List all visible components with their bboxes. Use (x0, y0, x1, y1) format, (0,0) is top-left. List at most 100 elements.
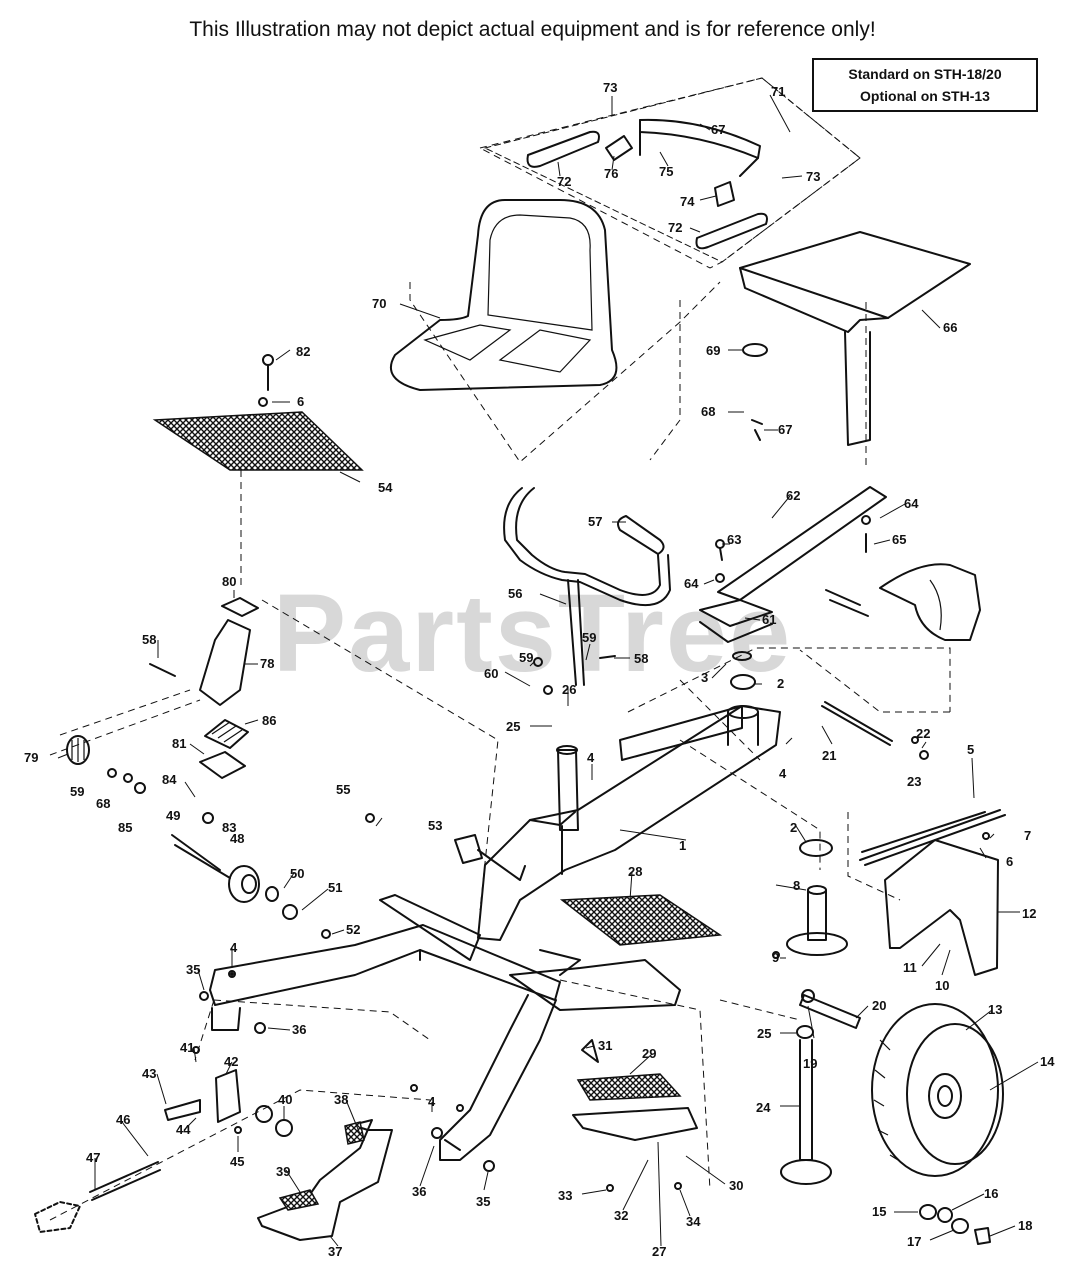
callout-14: 14 (1040, 1054, 1055, 1069)
support-plate-62 (699, 486, 887, 643)
wheel-bracket-12 (861, 811, 999, 976)
callout-45: 45 (230, 1154, 244, 1169)
callout-4: 4 (779, 766, 787, 781)
callout-25: 25 (506, 719, 520, 734)
callout-54: 54 (378, 480, 393, 495)
callout-64: 64 (904, 496, 919, 511)
callout-1: 1 (679, 838, 686, 853)
callout-22: 22 (916, 726, 930, 741)
callout-62: 62 (786, 488, 800, 503)
callout-34: 34 (686, 1214, 701, 1229)
callout-31: 31 (598, 1038, 612, 1053)
callout-13: 13 (988, 1002, 1002, 1017)
callout-labels: 73 71 67 72 76 75 73 74 72 70 69 66 82 6… (24, 80, 1055, 1259)
bushings-40 (255, 1105, 293, 1137)
callout-2: 2 (790, 820, 797, 835)
callout-79: 79 (24, 750, 38, 765)
callout-70: 70 (372, 296, 386, 311)
callout-11: 11 (903, 960, 917, 975)
callout-57: 57 (588, 514, 602, 529)
callout-42: 42 (224, 1054, 238, 1069)
callout-41: 41 (180, 1040, 194, 1055)
callout-44: 44 (176, 1122, 191, 1137)
callout-25: 25 (757, 1026, 771, 1041)
callout-82: 82 (296, 344, 310, 359)
callout-18: 18 (1018, 1218, 1032, 1233)
callout-64: 64 (684, 576, 699, 591)
wheel-48 (228, 865, 298, 920)
bracket-76 (605, 135, 633, 161)
callout-67: 67 (711, 122, 725, 137)
callout-86: 86 (262, 713, 276, 728)
callout-39: 39 (276, 1164, 290, 1179)
callout-16: 16 (984, 1186, 998, 1201)
seat-plate-66 (739, 231, 971, 446)
callout-29: 29 (642, 1046, 656, 1061)
callout-5: 5 (967, 742, 974, 757)
armrest-upper (526, 130, 600, 168)
disclaimer-text: This Illustration may not depict actual … (189, 18, 876, 41)
callout-46: 46 (116, 1112, 130, 1127)
hardware-small (107, 354, 990, 1192)
callout-63: 63 (727, 532, 741, 547)
callout-69: 69 (706, 343, 720, 358)
model-note-box: Standard on STH-18/20 Optional on STH-13 (812, 58, 1038, 112)
callout-19: 19 (803, 1056, 817, 1071)
arm-bracket-bar-75 (639, 118, 761, 177)
note-line-2: Optional on STH-13 (860, 88, 990, 104)
block-81 (199, 751, 246, 779)
handle-56 (503, 487, 671, 686)
rod-47 (34, 1161, 161, 1233)
washer-69 (742, 343, 768, 357)
callout-30: 30 (729, 1178, 743, 1193)
callout-24: 24 (756, 1100, 771, 1115)
callout-72: 72 (557, 174, 571, 189)
callout-59: 59 (70, 784, 84, 799)
callout-50: 50 (290, 866, 304, 881)
armrest-lower (695, 212, 768, 250)
callout-51: 51 (328, 880, 342, 895)
callout-12: 12 (1022, 906, 1036, 921)
callout-33: 33 (558, 1188, 572, 1203)
callout-59: 59 (582, 630, 596, 645)
callout-66: 66 (943, 320, 957, 335)
rod-21 (821, 701, 893, 746)
callout-76: 76 (604, 166, 618, 181)
callout-47: 47 (86, 1150, 100, 1165)
callout-58: 58 (142, 632, 156, 647)
callout-81: 81 (172, 736, 186, 751)
callout-72: 72 (668, 220, 682, 235)
callout-68: 68 (96, 796, 110, 811)
callout-17: 17 (907, 1234, 921, 1249)
callout-61: 61 (762, 612, 776, 627)
cylinder-53 (454, 834, 526, 881)
seat-70 (389, 199, 618, 391)
callout-4: 4 (587, 750, 595, 765)
tire-13 (871, 1003, 1004, 1177)
callout-60: 60 (484, 666, 498, 681)
callout-4: 4 (428, 1094, 436, 1109)
callout-68: 68 (701, 404, 715, 419)
callout-71: 71 (771, 84, 785, 99)
callout-6: 6 (1006, 854, 1013, 869)
pedal-base (509, 949, 681, 1011)
callout-84: 84 (162, 772, 177, 787)
callout-38: 38 (334, 1092, 348, 1107)
floor-mat-28 (559, 894, 723, 946)
callout-35: 35 (186, 962, 200, 977)
callout-40: 40 (278, 1092, 292, 1107)
callout-27: 27 (652, 1244, 666, 1259)
callout-59: 59 (519, 650, 533, 665)
callout-85: 85 (118, 820, 132, 835)
chute-motor-assembly (825, 563, 981, 641)
bolt-49 (174, 844, 231, 879)
rod-5 (859, 809, 1006, 866)
callout-67: 67 (778, 422, 792, 437)
callout-49: 49 (166, 808, 180, 823)
pedal-37 (257, 1119, 393, 1241)
knob-79 (49, 689, 201, 765)
callout-73: 73 (806, 169, 820, 184)
callout-56: 56 (508, 586, 522, 601)
pedal-plate-29 (572, 1039, 698, 1141)
callout-3: 3 (701, 670, 708, 685)
